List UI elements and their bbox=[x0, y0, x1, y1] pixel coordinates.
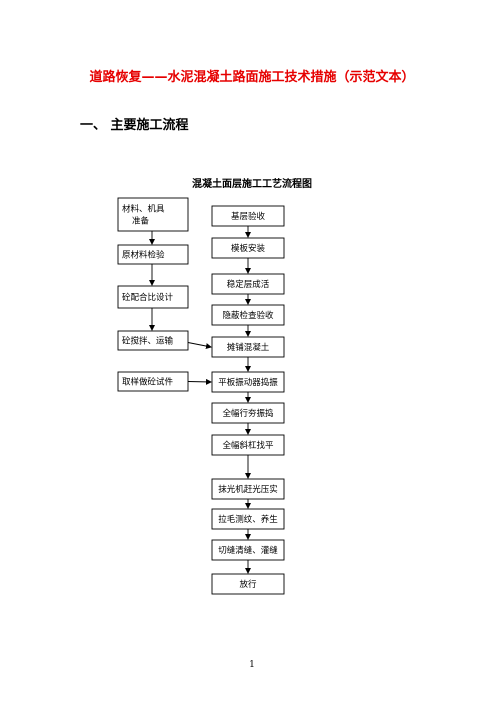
flow-box-plate-vibrating: 平板振动器捣振 bbox=[211, 371, 285, 393]
flow-box-border bbox=[117, 197, 189, 232]
flow-box-sampling: 取样做砼试件 bbox=[117, 371, 189, 392]
document-title: 道路恢复——水泥混凝土路面施工技术措施（示范文本） bbox=[89, 70, 415, 85]
flowchart-title: 混凝土面层施工工艺流程图 bbox=[192, 179, 312, 190]
flow-box-full-width-vibrating: 全幅行夯振捣 bbox=[211, 402, 285, 424]
flow-box-base-acceptance: 基层验收 bbox=[211, 205, 285, 227]
flow-box-formwork: 模板安装 bbox=[211, 237, 285, 259]
flow-box-joint-cutting: 切缝清缝、灌缝 bbox=[211, 539, 285, 561]
flow-box-label: 砼配合比设计 bbox=[122, 292, 174, 303]
flow-box-label: 稳定层成活 bbox=[227, 279, 270, 290]
flow-box-mixing-transport: 砼搅拌、运输 bbox=[117, 330, 189, 351]
flow-box-label: 摊铺混凝土 bbox=[227, 342, 270, 353]
flow-box-label: 拉毛测纹、养生 bbox=[218, 514, 278, 525]
flow-box-label: 准备 bbox=[132, 216, 150, 227]
flow-box-leveling: 全幅斜杠找平 bbox=[211, 434, 285, 456]
flow-box-border bbox=[117, 330, 189, 351]
page-number: 1 bbox=[249, 660, 255, 670]
flow-box-border bbox=[117, 285, 189, 309]
flow-box-border bbox=[117, 244, 189, 265]
flow-box-open-traffic: 放行 bbox=[211, 573, 285, 595]
flow-box-label: 切缝清缝、灌缝 bbox=[218, 545, 278, 556]
flow-box-paving: 摊铺混凝土 bbox=[211, 336, 285, 358]
flow-box-stable-layer: 稳定层成活 bbox=[211, 273, 285, 295]
flow-box-troweling: 抹光机赶光压实 bbox=[211, 478, 285, 500]
flow-box-label: 取样做砼试件 bbox=[122, 377, 174, 388]
flow-box-label: 全幅行夯振捣 bbox=[222, 408, 273, 419]
flow-box-raw-inspection: 原材料检验 bbox=[117, 244, 189, 265]
flow-box-hidden-inspection: 隐蔽检查验收 bbox=[211, 304, 285, 326]
flow-box-label: 隐蔽检查验收 bbox=[222, 310, 274, 321]
flow-box-label: 全幅斜杠找平 bbox=[222, 440, 274, 451]
connector-arrow bbox=[187, 378, 212, 385]
flow-box-border bbox=[211, 573, 285, 595]
flow-box-mix-design: 砼配合比设计 bbox=[117, 285, 189, 309]
flow-box-label: 基层验收 bbox=[231, 211, 266, 222]
flow-box-label: 砼搅拌、运输 bbox=[122, 336, 174, 347]
flow-box-label: 平板振动器捣振 bbox=[218, 377, 278, 388]
flow-box-label: 放行 bbox=[239, 579, 257, 590]
flow-box-label: 原材料检验 bbox=[122, 250, 165, 261]
flow-box-label: 抹光机赶光压实 bbox=[218, 484, 278, 495]
flow-box-label: 材料、机具 bbox=[122, 204, 165, 215]
flow-box-label: 模板安装 bbox=[231, 243, 266, 254]
connector-arrow bbox=[187, 342, 212, 349]
flow-box-texturing-curing: 拉毛测纹、养生 bbox=[211, 508, 285, 530]
section-heading: 一、 主要施工流程 bbox=[80, 118, 189, 133]
